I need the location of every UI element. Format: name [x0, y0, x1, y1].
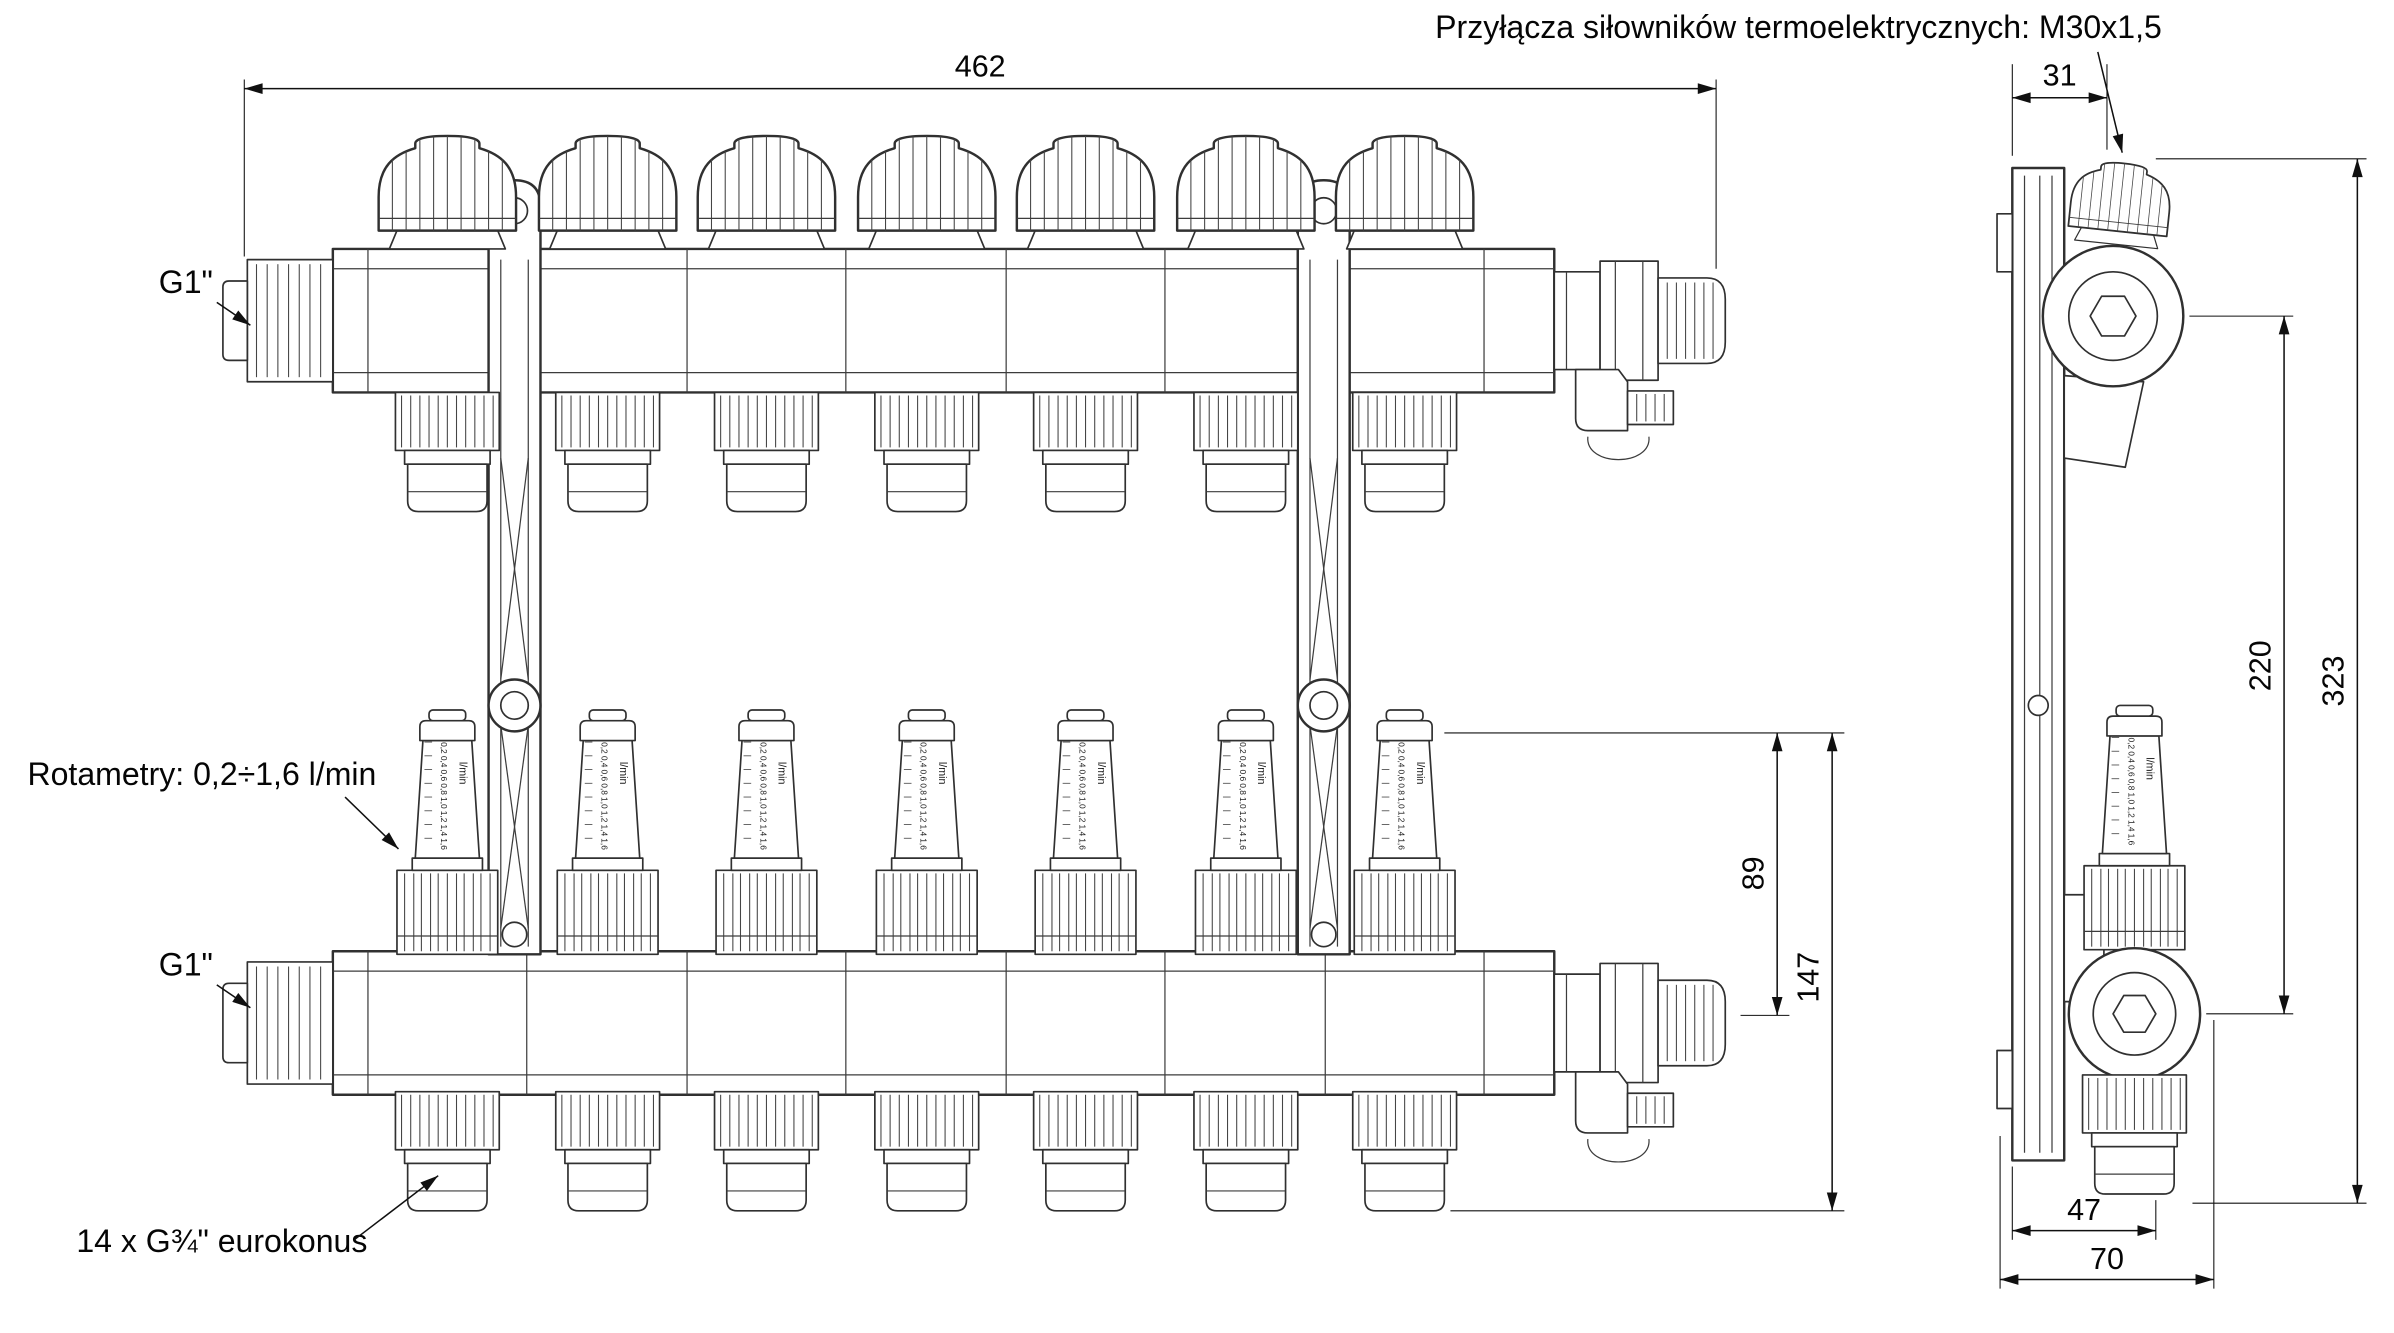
rotameter [715, 709, 818, 956]
eurokonus-outlet [1032, 391, 1139, 513]
leader-g1-supply [216, 301, 251, 326]
eurokonus-outlet [554, 1090, 661, 1212]
thermostatic-valve-cap [1177, 136, 1314, 249]
dim-flowmeter-height: 89 [1444, 732, 1845, 1016]
thermostatic-valve-cap [698, 136, 835, 249]
dim-overall-height: 323 [2155, 158, 2367, 1204]
dim-axis-spacing: 220 [2189, 315, 2294, 1015]
dim-plate-to-outlet-axis: 47 [2011, 1166, 2157, 1240]
return-g1-inlet [222, 961, 334, 1085]
eurokonus-outlet [394, 391, 501, 513]
leader-g1-return [216, 984, 251, 1009]
return-manifold-body [331, 950, 1556, 1096]
eurokonus-outlet [1032, 1090, 1139, 1212]
side-view [1996, 158, 2202, 1195]
leader-eurokonus [353, 1175, 439, 1241]
eurokonus-outlet [874, 391, 980, 513]
front-view [222, 136, 1727, 1212]
eurokonus-outlet [713, 391, 820, 513]
label-g1-return: G1" [159, 947, 213, 983]
rotameter [1194, 709, 1298, 956]
eurokonus-outlet [713, 1090, 820, 1212]
dimensions: 462 31 220 323 89 [243, 49, 2367, 1289]
thermostatic-valve-cap [858, 136, 995, 249]
supply-g1-inlet [222, 258, 334, 383]
eurokonus-outlet-side [2081, 1074, 2188, 1195]
dim-side-plate-width: 31 [2011, 59, 2108, 156]
rotameter [875, 709, 978, 956]
side-return-valve [2063, 704, 2202, 1195]
thermostatic-valve-cap-side [2067, 158, 2174, 249]
dim-flowmeter-height-value: 89 [1736, 856, 1770, 890]
leader-actuators [2097, 51, 2124, 153]
thermostatic-valve-cap [539, 136, 676, 249]
eurokonus-outlet [1193, 391, 1299, 513]
dim-overall-depth: 70 [1999, 1019, 2215, 1289]
thermostatic-valve-cap [1017, 136, 1154, 249]
dim-axis-spacing-value: 220 [2243, 640, 2277, 691]
dim-flowmeter-to-outlet-value: 147 [1791, 952, 1825, 1003]
eurokonus-outlet [554, 391, 661, 513]
rotameter [1034, 709, 1137, 956]
label-rotameters: Rotametry: 0,2÷1,6 l/min [27, 756, 376, 792]
leader-rotameters [344, 796, 400, 850]
dim-overall-width: 462 [243, 49, 1717, 269]
eurokonus-outlet [1193, 1090, 1299, 1212]
thermostatic-valve-cap [1336, 136, 1473, 249]
rotameter [556, 709, 659, 956]
side-supply-valve [2041, 158, 2185, 469]
dim-side-plate-width-value: 31 [2043, 59, 2077, 93]
annotations: Przyłącza siłowników termoelektrycznych:… [27, 9, 2161, 1259]
label-g1-supply: G1" [159, 264, 213, 300]
dim-overall-width-value: 462 [955, 49, 1006, 83]
rotameter-side [2083, 704, 2186, 951]
label-eurokonus: 14 x G¾" eurokonus [76, 1223, 367, 1259]
supply-end-valve [1553, 260, 1727, 461]
dim-plate-to-outlet-axis-value: 47 [2067, 1193, 2101, 1227]
return-outlets [394, 1090, 1458, 1212]
eurokonus-outlet [874, 1090, 980, 1212]
mounting-bracket-right [1296, 178, 1351, 956]
rotameter [1353, 709, 1456, 956]
dim-overall-height-value: 323 [2317, 656, 2351, 707]
flow-meters [396, 709, 1456, 956]
note-actuators: Przyłącza siłowników termoelektrycznych:… [1435, 9, 2162, 45]
eurokonus-outlet [1351, 1090, 1458, 1212]
eurokonus-outlet [394, 1090, 501, 1212]
dim-flowmeter-to-outlet: 147 [1450, 732, 1845, 1212]
dim-overall-depth-value: 70 [2090, 1242, 2124, 1276]
thermostatic-valve-cap [379, 136, 516, 249]
mounting-bracket-left [487, 178, 542, 956]
rotameter [396, 709, 499, 956]
return-end-valve [1553, 962, 1727, 1163]
eurokonus-outlet [1351, 391, 1458, 513]
